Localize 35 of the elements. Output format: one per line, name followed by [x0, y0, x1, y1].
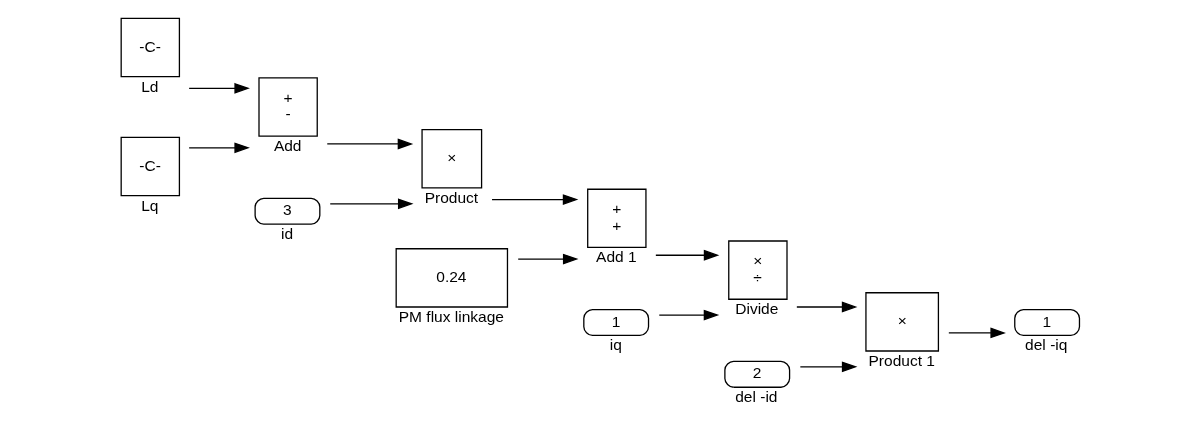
arrow — [795, 301, 857, 313]
node-label: Product 1 — [868, 352, 935, 370]
arrow — [490, 194, 578, 206]
node-box: + - — [257, 77, 318, 137]
arrow — [947, 327, 1006, 339]
node-label: iq — [609, 336, 622, 354]
node-label: PM flux linkage — [398, 308, 504, 326]
node-box: × — [420, 129, 482, 189]
node-box: 3 — [253, 197, 320, 225]
arrow — [188, 142, 250, 154]
node-box: 1 — [1013, 308, 1080, 337]
arrow — [799, 361, 857, 373]
arrow — [329, 198, 413, 210]
node-box: + + — [586, 188, 647, 249]
node-box: 0.24 — [395, 248, 508, 308]
node-box: -C- — [120, 17, 180, 78]
arrow — [517, 253, 578, 265]
node-box: 2 — [723, 360, 790, 388]
node-label: del -id — [734, 388, 777, 406]
node-label: Divide — [734, 300, 778, 318]
node-box: × ÷ — [727, 240, 788, 300]
node-box: -C- — [120, 136, 180, 197]
node-box: 1 — [582, 308, 649, 337]
node-label: id — [280, 225, 293, 243]
node-label: Product — [424, 188, 478, 206]
arrow — [188, 82, 250, 94]
arrow — [658, 309, 719, 321]
arrow — [654, 249, 719, 261]
node-label: Add 1 — [595, 248, 637, 266]
arrow — [326, 138, 413, 150]
node-label: del -iq — [1024, 336, 1067, 354]
node-label: Lq — [140, 196, 158, 214]
node-label: Ld — [140, 77, 158, 95]
node-label: Add — [273, 137, 301, 155]
node-box: × — [864, 292, 939, 352]
